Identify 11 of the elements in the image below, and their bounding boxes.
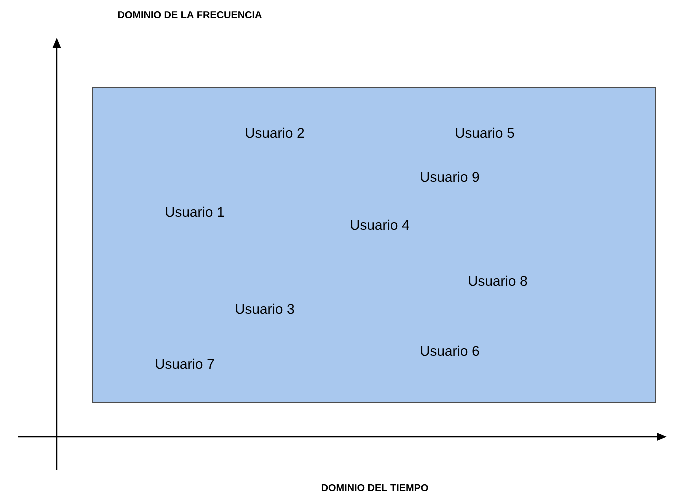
user-label: Usuario 6 [421,346,480,356]
user-label: Usuario 5 [456,128,514,138]
user-label: Usuario 3 [236,304,294,314]
user-label: Usuario 2 [246,128,304,138]
axis-title: DOMINIO DE LA FRECUENCIA [118,11,262,19]
user-label: Usuario 9 [421,172,480,182]
user-label: Usuario 7 [156,358,214,370]
user-label: Usuario 1 [166,206,224,218]
user-label: Usuario 8 [469,276,528,286]
user-label: Usuario 4 [351,220,410,230]
axis-title: DOMINIO DEL TIEMPO [322,484,428,492]
